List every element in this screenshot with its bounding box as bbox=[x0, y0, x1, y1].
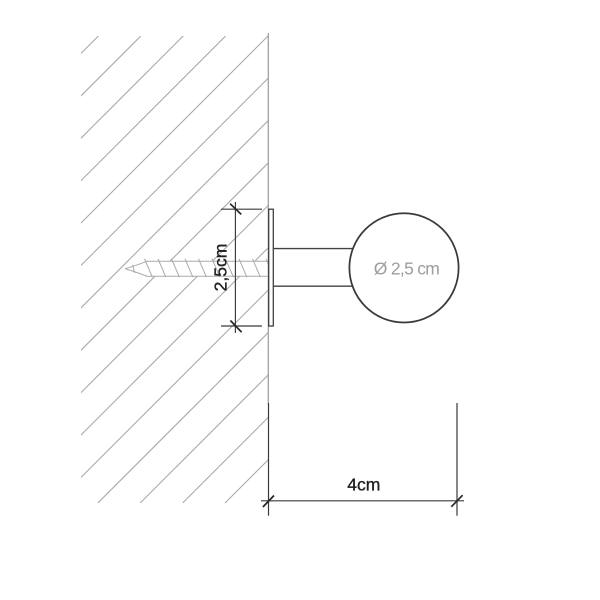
svg-text:Ø 2,5 cm: Ø 2,5 cm bbox=[374, 259, 440, 279]
svg-text:4cm: 4cm bbox=[347, 474, 380, 494]
svg-text:2,5cm: 2,5cm bbox=[210, 244, 230, 292]
